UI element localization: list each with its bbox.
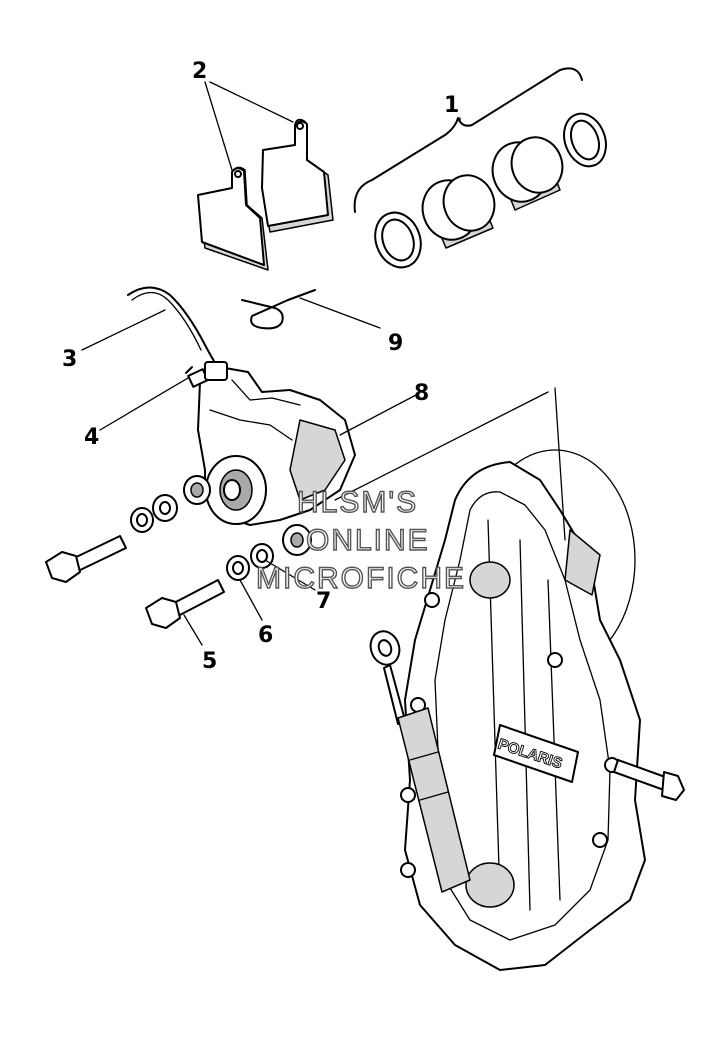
- callout-8: 8: [414, 381, 429, 406]
- watermark: HLSM'S ONLINE MICROFICHE: [255, 485, 466, 595]
- watermark-line-1: HLSM'S: [297, 486, 418, 519]
- callout-3: 3: [62, 347, 77, 372]
- kit-bracket: [353, 67, 583, 213]
- callout-6: 6: [258, 623, 273, 648]
- retaining-clip: [241, 289, 316, 330]
- lower-washers: [226, 543, 274, 581]
- brake-line: [127, 286, 219, 369]
- callout-9: 9: [388, 331, 403, 356]
- watermark-line-3: MICROFICHE: [256, 562, 466, 595]
- lower-bolt: [145, 579, 225, 629]
- callout-numbers: 1 2 3 4 5 6 7 8 9: [62, 59, 459, 674]
- callout-1: 1: [444, 93, 459, 118]
- leader-lines: [81, 81, 566, 646]
- caliper-body: [183, 361, 356, 556]
- watermark-line-2: ONLINE: [306, 524, 430, 557]
- chaincase-cover: POLARIS: [400, 449, 685, 971]
- brake-pads: [197, 118, 334, 271]
- cable-assembly: [369, 630, 471, 893]
- callout-5: 5: [202, 649, 217, 674]
- callout-7: 7: [316, 589, 331, 614]
- piston-seal-kit: [353, 67, 607, 269]
- upper-bolt: [45, 535, 127, 583]
- callout-2: 2: [192, 59, 207, 84]
- callout-4: 4: [84, 425, 99, 450]
- upper-washers: [130, 494, 178, 533]
